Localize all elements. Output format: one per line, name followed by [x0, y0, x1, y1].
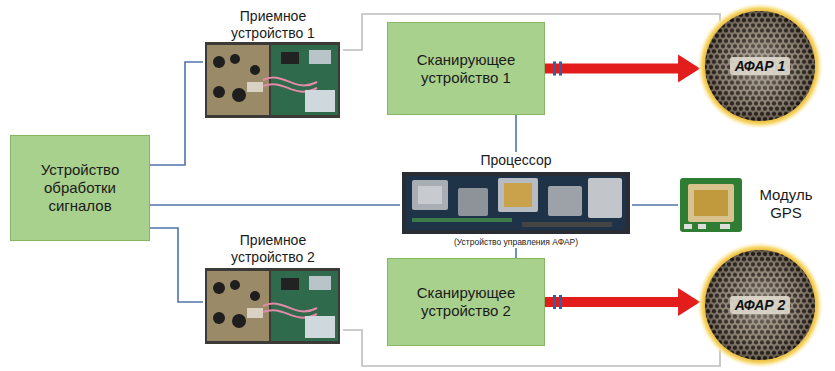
component [698, 224, 706, 229]
receiver-unit: Приемное устройство 1 [203, 8, 343, 120]
node-label: Устройство обработки сигналов [17, 161, 143, 215]
connector-line [150, 228, 203, 302]
block-arrow [545, 64, 680, 74]
connector-group [516, 248, 517, 258]
capacitor [250, 291, 260, 301]
capacitor [232, 88, 246, 102]
connector-group [632, 205, 678, 206]
arrow-head [678, 55, 700, 83]
receiver-photo [205, 42, 340, 118]
pcb-board [207, 271, 269, 341]
receiver-unit: Приемное устройство 2 [203, 232, 343, 346]
capacitor [213, 312, 225, 324]
chip [588, 178, 622, 218]
node-label: Приемное устройство 1 [218, 8, 328, 42]
gps-antenna [688, 184, 734, 222]
chip [458, 188, 488, 216]
cpu-pins [504, 183, 532, 207]
arrow-stripe [553, 62, 556, 76]
node-label: Сканирующее устройство 2 [394, 284, 538, 320]
motherboard [406, 176, 626, 230]
pcb-board [271, 271, 338, 341]
antenna-shade [705, 11, 815, 121]
receiver-photo [205, 268, 340, 344]
cpu [498, 178, 538, 212]
processor-unit: Процессор (Устройство управления АФАР) [400, 152, 632, 248]
gps-board [680, 178, 742, 232]
arrow-head [678, 288, 700, 316]
antenna-shade [705, 250, 815, 360]
photo-ground [205, 268, 340, 344]
node-label: Модуль GPS [744, 186, 828, 222]
capacitor [230, 280, 240, 290]
component [684, 224, 692, 229]
chip [247, 308, 263, 318]
connector-line [632, 204, 678, 206]
capacitor [213, 282, 225, 294]
chip [309, 50, 331, 64]
connector-group [545, 55, 700, 83]
gps-module-photo [680, 178, 742, 232]
capacitor [232, 314, 246, 328]
antenna-mesh [705, 250, 815, 360]
component [720, 224, 730, 229]
heatsink [305, 90, 335, 112]
chip [247, 82, 263, 92]
photo-ground [402, 172, 630, 234]
processor-photo [402, 172, 630, 234]
chip [548, 186, 582, 216]
chip [309, 276, 331, 290]
node-label: АФАР 2 [730, 296, 791, 314]
antenna-mesh [705, 11, 815, 121]
connector-group [150, 62, 203, 165]
chip [412, 180, 448, 210]
antenna-array: АФАР 1 [696, 2, 824, 130]
gps-antenna-patch [694, 190, 728, 216]
heatsink [305, 316, 335, 338]
antenna-glow [697, 242, 823, 368]
connector-group [150, 228, 203, 302]
node-caption: (Устройство управления АФАР) [452, 237, 580, 248]
slot [412, 218, 512, 222]
connector-group [545, 288, 700, 316]
pcb-board [207, 45, 269, 115]
antenna-array: АФАР 2 [696, 241, 824, 369]
node-label: Процессор [480, 152, 551, 169]
capacitor [213, 56, 225, 68]
process-box: Сканирующее устройство 2 [387, 258, 545, 346]
block-arrow [545, 297, 680, 307]
node-label: АФАР 1 [730, 57, 791, 75]
connector-line [515, 248, 517, 258]
connector-group [516, 115, 517, 152]
gps-module: Модуль GPS [678, 172, 830, 236]
pcb-board [271, 45, 338, 115]
connector-line [150, 204, 400, 206]
node-label: Приемное устройство 2 [218, 232, 328, 266]
capacitor [230, 54, 240, 64]
node-label: Сканирующее устройство 1 [394, 51, 538, 87]
antenna-glow [697, 3, 823, 129]
connector-line [515, 115, 517, 152]
slot [522, 222, 612, 227]
arrow-stripe [559, 62, 562, 76]
capacitor [250, 65, 260, 75]
connector-group [150, 205, 400, 206]
arrow-stripe [559, 295, 562, 309]
chip [281, 52, 299, 64]
process-box: Сканирующее устройство 1 [387, 22, 545, 115]
photo-ground [205, 42, 340, 118]
arrow-stripe [553, 295, 556, 309]
connector-line [150, 62, 203, 165]
capacitor [213, 86, 225, 98]
chip [281, 278, 299, 290]
process-box: Устройство обработки сигналов [10, 135, 150, 241]
chip [418, 186, 442, 204]
